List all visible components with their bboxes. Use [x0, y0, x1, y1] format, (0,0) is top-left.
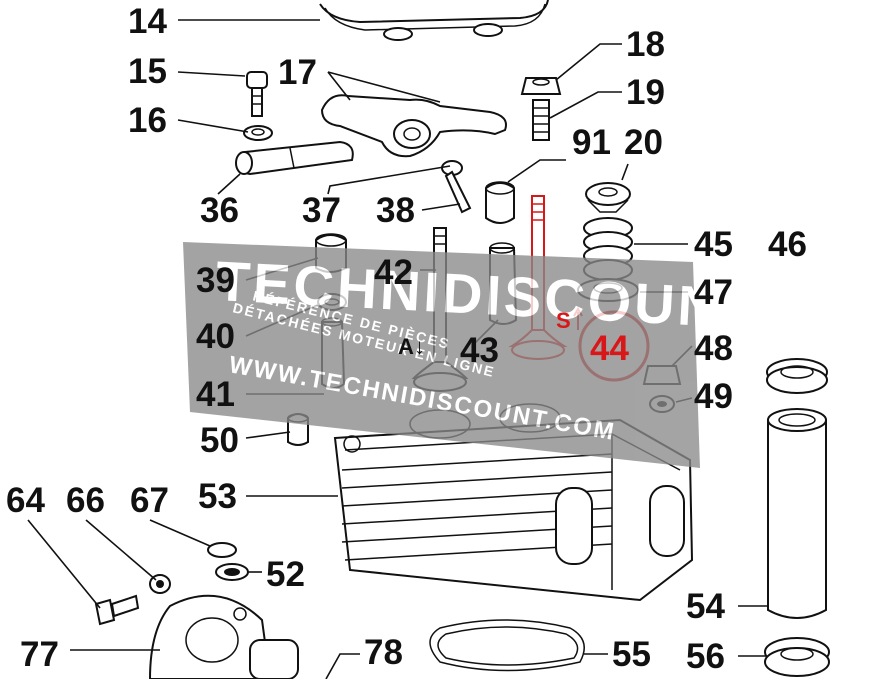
label-17: 17 [278, 53, 317, 92]
part-46-seal-ring [766, 358, 828, 394]
label-19: 19 [626, 73, 665, 112]
part-18-nut [520, 77, 562, 95]
label-39: 39 [196, 261, 235, 300]
label-77: 77 [20, 635, 59, 674]
arrow-down-icon: ↓ [414, 334, 425, 359]
part-54-pushrod-tube [767, 408, 827, 619]
label-91: 91 [572, 123, 611, 162]
label-52: 52 [266, 555, 305, 594]
label-66: 66 [66, 481, 105, 520]
label-43: 43 [460, 331, 499, 370]
label-64: 64 [6, 481, 45, 520]
label-54: 54 [686, 587, 725, 626]
label-45: 45 [694, 225, 733, 264]
label-18: 18 [626, 25, 665, 64]
label-41: 41 [196, 375, 235, 414]
label-40: 40 [196, 317, 235, 356]
part-17-rocker-arm [320, 94, 507, 158]
part-20-spring-retainer [585, 182, 631, 213]
part-66-washer [149, 574, 171, 594]
label-49: 49 [694, 377, 733, 416]
part-91-valve-cap [485, 181, 515, 224]
label-50: 50 [200, 421, 239, 460]
part-14-cover-gasket [319, 0, 549, 41]
part-67-oring [207, 542, 237, 558]
watermark: TECHNIDISCOUNT RÉFÉRENCE DE PIÈCES DÉTAC… [183, 242, 760, 468]
label-mark-S: S [556, 308, 571, 333]
part-15-bolt [246, 71, 268, 117]
label-16: 16 [128, 101, 167, 140]
part-19-stud [532, 99, 550, 141]
label-46: 46 [768, 225, 807, 264]
label-78: 78 [364, 633, 403, 672]
label-44: 44 [590, 329, 629, 368]
part-52-seal [215, 563, 249, 581]
label-37: 37 [302, 191, 341, 230]
part-64-bolt [94, 594, 140, 626]
part-77-cover [148, 594, 299, 679]
label-mark-A: A [398, 334, 414, 359]
label-56: 56 [686, 637, 725, 676]
label-53: 53 [198, 477, 237, 516]
label-20: 20 [624, 123, 663, 162]
part-36-rocker-shaft [235, 140, 354, 176]
part-56-lower-seal [764, 637, 830, 677]
label-55: 55 [612, 635, 651, 674]
label-48: 48 [694, 329, 733, 368]
label-47: 47 [694, 273, 733, 312]
part-16-washer [243, 125, 273, 141]
label-36: 36 [200, 191, 239, 230]
label-15: 15 [128, 52, 167, 91]
part-55-gasket [429, 619, 585, 672]
label-38: 38 [376, 191, 415, 230]
part-number-labels: 14 15 16 17 18 19 91 20 36 37 38 39 42 4… [6, 2, 807, 676]
label-14: 14 [128, 2, 167, 41]
label-42: 42 [374, 253, 413, 292]
label-67: 67 [130, 481, 169, 520]
